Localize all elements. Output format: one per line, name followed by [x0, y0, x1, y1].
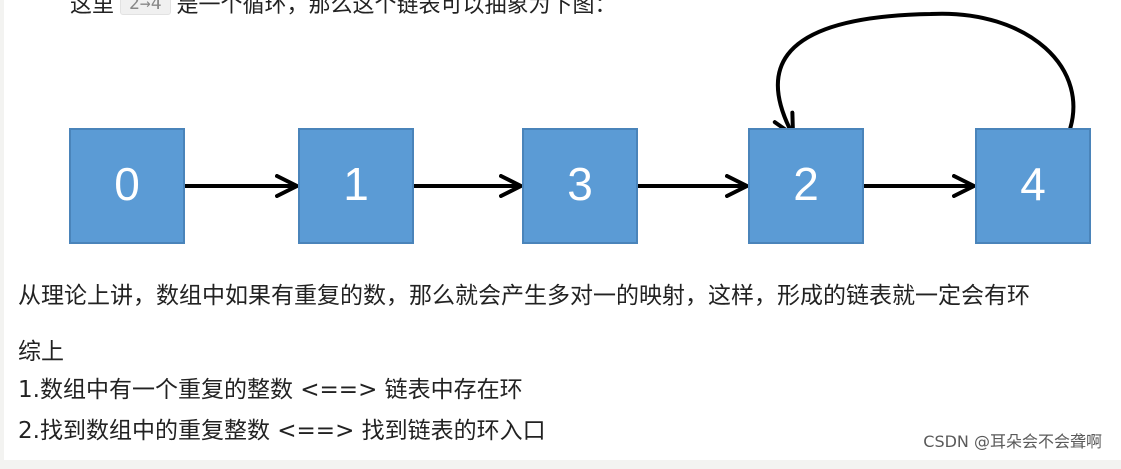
theory-paragraph: 从理论上讲，数组中如果有重复的数，那么就会产生多对一的映射，这样，形成的链表就一…: [18, 283, 1030, 309]
diagram-edges: [184, 11, 1076, 198]
intro-line: 这里 2→4 是一个循环，那么这个链表可以抽象为下图：: [70, 0, 617, 19]
summary-heading: 综上: [18, 339, 64, 365]
node-4-label: 4: [1020, 158, 1046, 210]
node-2-box: [748, 128, 864, 244]
edge-4-to-2: [772, 11, 1076, 137]
node-1-label: 1: [343, 158, 369, 210]
csdn-watermark: CSDN @耳朵会不会聋啊: [923, 432, 1102, 451]
point-one: 1.数组中有一个重复的整数 <==> 链表中存在环: [18, 377, 523, 403]
intro-text-after: 是一个循环，那么这个链表可以抽象为下图：: [176, 0, 617, 18]
article-page: 这里 2→4 是一个循环，那么这个链表可以抽象为下图： 0 1 3 2 4 从理论上讲，…: [4, 0, 1121, 460]
point-two: 2.找到数组中的重复整数 <==> 找到链表的环入口: [18, 418, 546, 444]
node-2-label: 2: [793, 158, 819, 210]
node-0-box: [69, 128, 185, 244]
inline-code: 2→4: [120, 0, 171, 15]
node-0-label: 0: [114, 158, 140, 210]
node-4-box: [975, 128, 1091, 244]
intro-text-before: 这里: [70, 0, 115, 18]
linked-list-diagram: 0 1 3 2 4: [69, 11, 1091, 244]
node-1-box: [298, 128, 414, 244]
node-3-label: 3: [567, 158, 593, 210]
node-3-box: [522, 128, 638, 244]
diagram-nodes: 0 1 3 2 4: [69, 128, 1091, 244]
